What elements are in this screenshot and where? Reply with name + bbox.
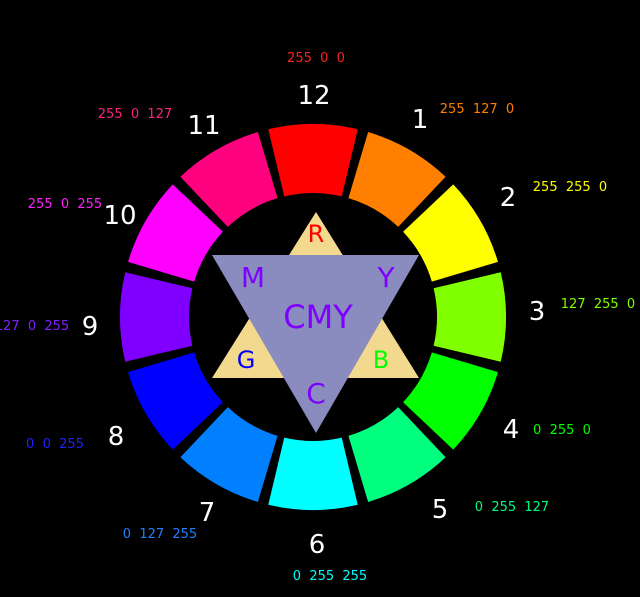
- wheel-segment-7: [180, 407, 278, 502]
- wheel-labels: 12 255 0 0 1 255 127 0 2 255 255 0 3 127 255 0 4…: [0, 51, 635, 584]
- wheel-segment-3: [433, 272, 506, 362]
- r-label: R: [308, 220, 325, 248]
- segment-number-2: 2: [500, 183, 517, 213]
- segment-rgb-5: 0 255 127: [475, 500, 549, 515]
- wheel-segment-2: [403, 184, 498, 282]
- segment-rgb-4: 0 255 0: [533, 423, 591, 438]
- segment-number-3: 3: [529, 297, 546, 327]
- segment-rgb-7: 0 127 255: [123, 527, 197, 542]
- wheel-segments: [119, 123, 506, 510]
- wheel-segment-9: [119, 272, 193, 362]
- segment-number-4: 4: [503, 415, 520, 445]
- b-label: B: [373, 346, 389, 374]
- star-of-david: R G B M Y C CMY: [212, 212, 419, 433]
- secondary-triangle-cmy: [212, 255, 419, 433]
- wheel-segment-10: [128, 184, 223, 282]
- segment-number-7: 7: [199, 498, 216, 528]
- segment-rgb-9: 127 0 255: [0, 319, 69, 334]
- segment-rgb-10: 255 0 255: [28, 197, 102, 212]
- g-label: G: [237, 346, 256, 374]
- segment-number-8: 8: [108, 422, 125, 452]
- m-label: M: [241, 261, 265, 294]
- segment-rgb-8: 0 0 255: [26, 437, 84, 452]
- wheel-segment-6: [268, 437, 358, 510]
- segment-number-12: 12: [297, 81, 330, 111]
- cmy-center-label: CMY: [283, 298, 353, 336]
- wheel-segment-12: [268, 123, 358, 197]
- c-label: C: [306, 377, 326, 410]
- wheel-segment-4: [403, 352, 498, 450]
- segment-number-6: 6: [309, 530, 326, 560]
- segment-rgb-12: 255 0 0: [287, 51, 345, 66]
- segment-rgb-11: 255 0 127: [98, 107, 172, 122]
- segment-rgb-6: 0 255 255: [293, 569, 367, 584]
- segment-rgb-2: 255 255 0: [533, 180, 607, 195]
- wheel-segment-11: [180, 132, 278, 227]
- y-label: Y: [376, 261, 395, 294]
- segment-number-9: 9: [82, 312, 99, 342]
- segment-number-11: 11: [187, 111, 220, 141]
- segment-number-1: 1: [412, 105, 429, 135]
- segment-rgb-1: 255 127 0: [440, 102, 514, 117]
- segment-number-10: 10: [103, 201, 136, 231]
- segment-number-5: 5: [432, 495, 449, 525]
- wheel-segment-1: [348, 132, 446, 227]
- segment-rgb-3: 127 255 0: [561, 297, 635, 312]
- wheel-segment-8: [128, 352, 223, 450]
- wheel-segment-5: [348, 407, 446, 502]
